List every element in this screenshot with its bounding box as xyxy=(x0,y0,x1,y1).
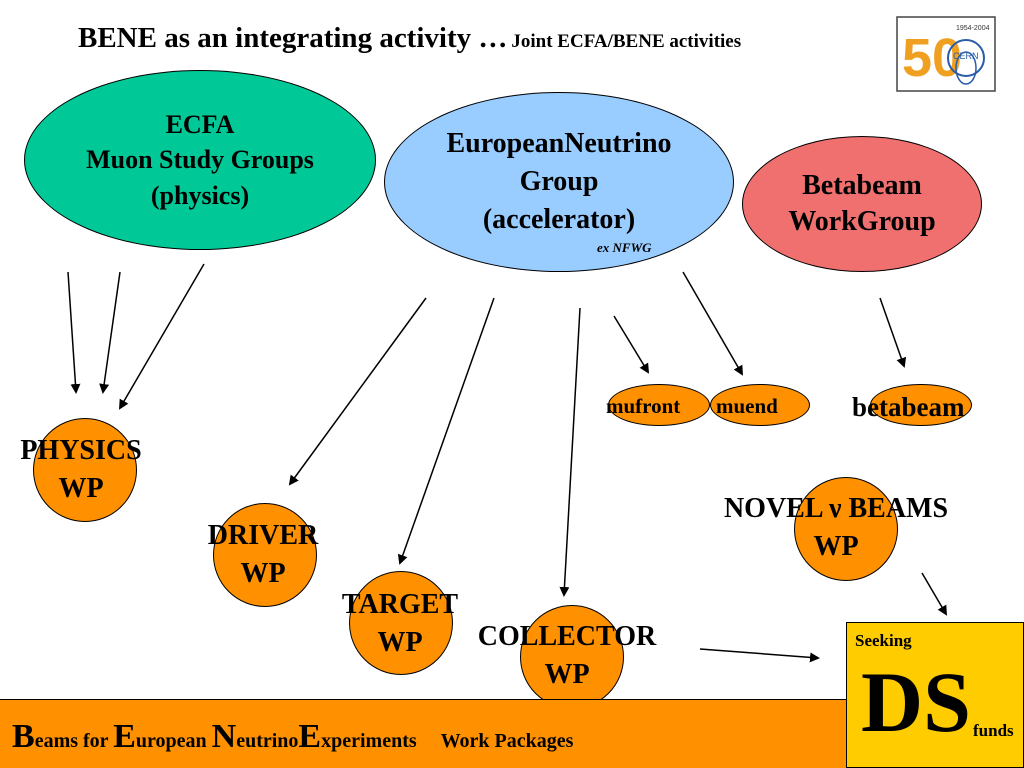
betabeam-label: betabeam xyxy=(852,392,965,422)
target-wp-line1: TARGET xyxy=(341,589,459,620)
footer-e2: E xyxy=(298,718,322,755)
mufront-label: mufront xyxy=(606,394,681,418)
ds-funds: funds xyxy=(973,721,1014,740)
ecfa-line2: Muon Study Groups xyxy=(86,145,314,175)
driver-wp-circle xyxy=(213,503,317,607)
collector-wp-label: COLLECTOR WP xyxy=(454,618,680,694)
cern-50-logo: 50 CERN 1954-2004 xyxy=(896,16,996,92)
physics-wp-line2: WP xyxy=(58,472,104,504)
ecfa-line1: ECFA xyxy=(165,110,235,140)
arrow-ecfa-physics-2 xyxy=(99,271,121,394)
muend-label: muend xyxy=(716,394,778,418)
arrow-ecfa-physics-1 xyxy=(67,271,81,394)
collector-wp-circle xyxy=(520,605,624,709)
beta-line1: Betabeam xyxy=(802,169,922,201)
driver-wp-line2: WP xyxy=(240,557,286,589)
arrow-beta-betabeam xyxy=(879,297,907,368)
collector-wp-line2: WP xyxy=(544,658,590,690)
muend-ellipse xyxy=(710,384,810,426)
novel-beams-wp-label: NOVEL ν BEAMS WP xyxy=(696,490,976,566)
arrow-novel-ds xyxy=(921,572,948,616)
novel-beams-wp-circle xyxy=(794,477,898,581)
driver-wp-label: DRIVER WP xyxy=(188,517,338,593)
arrow-collector-ds xyxy=(699,648,820,663)
footer-e1: E xyxy=(113,718,136,755)
ecfa-muon-study-groups: ECFA Muon Study Groups (physics) xyxy=(24,70,376,250)
target-wp-label: TARGET WP xyxy=(322,586,478,662)
european-neutrino-group: EuropeanNeutrino Group (accelerator) ex … xyxy=(384,92,734,272)
footer-eams: eams for xyxy=(34,730,114,752)
mufront-ellipse xyxy=(608,384,710,426)
arrow-eng-driver xyxy=(288,297,427,486)
collector-wp-line1: COLLECTOR xyxy=(477,621,657,652)
page-title: BENE as an integrating activity … Joint … xyxy=(78,22,741,55)
eng-line1: EuropeanNeutrino xyxy=(446,128,672,160)
title-main: BENE as an integrating activity … xyxy=(78,22,508,54)
target-wp-circle xyxy=(349,571,453,675)
arrow-eng-muend xyxy=(682,271,744,376)
arrow-eng-collector xyxy=(559,307,581,597)
title-subtitle: Joint ECFA/BENE activities xyxy=(511,31,742,52)
betabeam-workgroup: Betabeam WorkGroup xyxy=(742,136,982,272)
cern-logo-graphic: 50 CERN 1954-2004 xyxy=(896,16,996,92)
footer-uropean: uropean xyxy=(135,730,212,752)
physics-wp-line1: PHYSICS xyxy=(20,435,142,466)
footer-eutrino: eutrino xyxy=(236,730,299,752)
arrow-eng-mufront xyxy=(613,315,650,374)
eng-line2: Group xyxy=(519,166,599,198)
footer-n: N xyxy=(211,718,237,755)
ds-seeking: Seeking xyxy=(855,631,912,650)
ecfa-line3: (physics) xyxy=(150,180,250,210)
novel-beams-wp-line2: WP xyxy=(813,530,859,562)
footer-b: B xyxy=(12,718,35,755)
physics-wp-label: PHYSICS WP xyxy=(6,432,156,508)
betabeam-ellipse xyxy=(870,384,972,426)
novel-beams-wp-line1: NOVEL ν BEAMS xyxy=(723,493,949,524)
eng-line3: (accelerator) xyxy=(482,203,636,235)
ds-label: DS xyxy=(861,654,971,750)
physics-wp-circle xyxy=(33,418,137,522)
logo-numeral: 50 xyxy=(902,28,962,88)
eng-note: ex NFWG xyxy=(597,240,652,255)
footer-xperiments: xperiments xyxy=(321,730,417,752)
target-wp-line2: WP xyxy=(377,626,423,658)
driver-wp-line1: DRIVER xyxy=(207,520,319,551)
ds-funds-box: Seeking DS funds xyxy=(846,622,1024,768)
beta-line2: WorkGroup xyxy=(788,206,936,237)
logo-years: 1954-2004 xyxy=(956,25,990,32)
logo-cern-text: CERN xyxy=(953,51,979,61)
arrow-eng-target xyxy=(397,297,495,565)
arrow-ecfa-physics-3 xyxy=(118,263,205,410)
footer-work-packages: Work Packages xyxy=(440,730,574,752)
